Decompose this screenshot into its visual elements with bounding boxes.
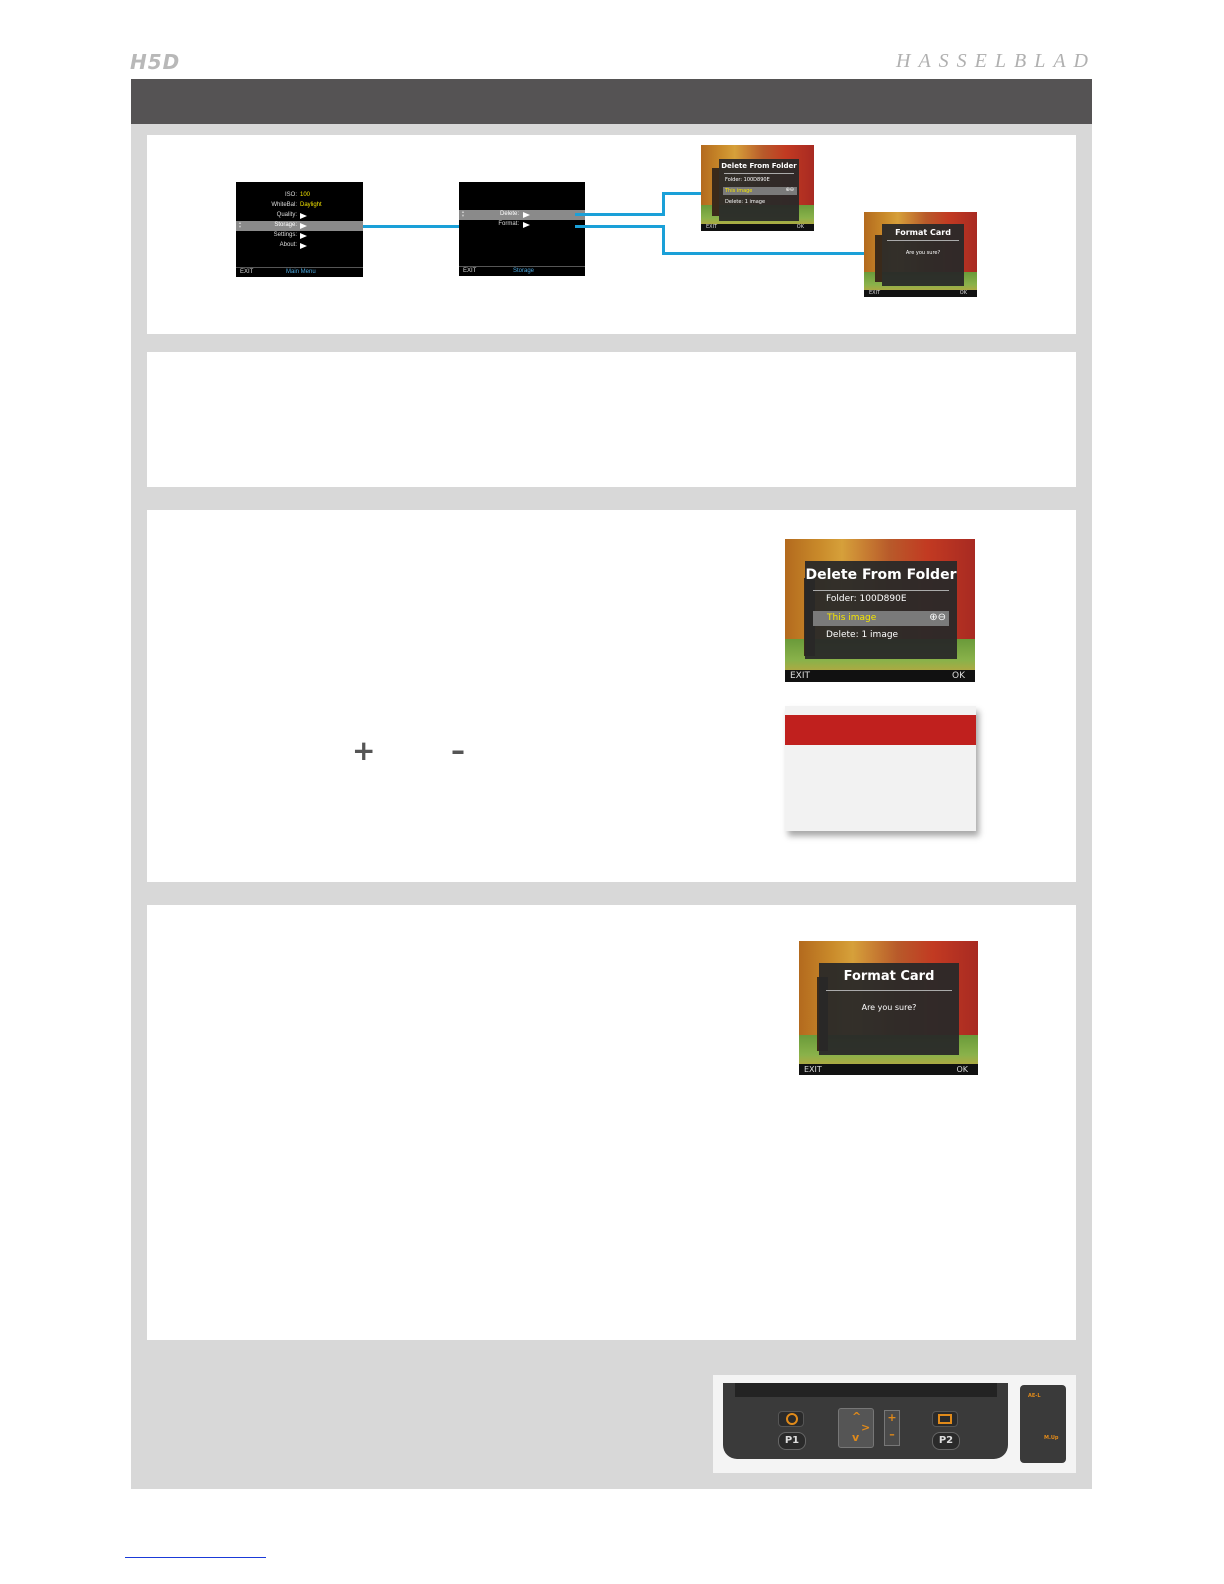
menu-row-whitebal: WhiteBal: Daylight	[271, 202, 322, 208]
section-title-bar	[131, 79, 1092, 124]
footer-link-underline	[125, 1557, 266, 1558]
format-dialog-large: Format Card Are you sure? EXIT OK	[799, 941, 978, 1075]
connector-line	[662, 192, 702, 195]
plus-minus-buttons: + –	[884, 1410, 900, 1446]
menu-row-storage: ▲▼ Storage:	[236, 221, 363, 231]
camera-side-controls: AE-L M.Up	[1020, 1385, 1066, 1463]
plus-icon: +	[887, 1411, 897, 1424]
p1-button-label: P1	[778, 1432, 806, 1450]
chevron-up-icon: ^	[852, 1410, 862, 1423]
arrow-right-icon	[523, 222, 530, 228]
connector-line	[662, 252, 864, 255]
connector-line	[662, 192, 665, 216]
scroll-wheel-buttons: ^ > v	[838, 1408, 874, 1448]
plus-minus-icon: ⊕⊖	[785, 187, 794, 193]
arrow-right-icon	[300, 233, 307, 239]
connector-line	[363, 225, 459, 228]
h5d-logo: H5D	[130, 50, 181, 74]
arrow-right-icon	[300, 223, 307, 229]
menu-row-about: About:	[236, 241, 363, 251]
arrow-right-icon	[300, 243, 307, 249]
storage-row-delete: ▲▼ Delete:	[459, 210, 585, 220]
menu-row-quality: Quality:	[236, 211, 363, 221]
format-dialog-small: Format Card Are you sure? EXIT OK	[864, 212, 977, 297]
delete-dialog-small: Delete From Folder Folder: 100D890E This…	[701, 145, 814, 231]
rectangle-icon	[938, 1414, 952, 1424]
camera-grip-top	[735, 1383, 997, 1397]
scroll-arrows-icon: ▲▼	[461, 209, 465, 218]
arrow-right-icon	[300, 213, 307, 219]
arrow-right-icon	[523, 212, 530, 218]
hasselblad-logo: HASSELBLAD	[896, 50, 1096, 72]
connector-line	[662, 225, 665, 254]
storage-footer: EXIT Storage	[459, 266, 585, 276]
p2-button-label: P2	[932, 1432, 960, 1450]
menu-row-iso: ISO: 100	[284, 192, 311, 198]
menu-row-settings: Settings:	[236, 231, 363, 241]
circle-icon	[786, 1413, 798, 1425]
menu-footer: EXIT Main Menu	[236, 267, 363, 277]
plus-icon: +	[352, 734, 376, 767]
delete-dialog-large: Delete From Folder Folder: 100D890E This…	[785, 539, 975, 682]
minus-icon: –	[451, 734, 465, 767]
storage-menu-screen: ▲▼ Delete: Format: EXIT Storage	[459, 182, 585, 276]
note-box	[785, 706, 976, 831]
minus-icon: –	[889, 1428, 895, 1441]
storage-row-format: Format:	[459, 220, 585, 230]
chevron-right-icon: >	[861, 1421, 871, 1434]
chevron-down-icon: v	[852, 1431, 860, 1444]
note-header-bar	[785, 715, 976, 745]
connector-line	[575, 213, 664, 216]
plus-minus-icon: ⊕⊖	[929, 612, 946, 623]
main-menu-screen: ISO: 100 WhiteBal: Daylight Quality: ▲▼ …	[236, 182, 363, 277]
intro-panel	[147, 352, 1076, 487]
connector-line	[575, 225, 664, 228]
scroll-arrows-icon: ▲▼	[238, 220, 242, 229]
